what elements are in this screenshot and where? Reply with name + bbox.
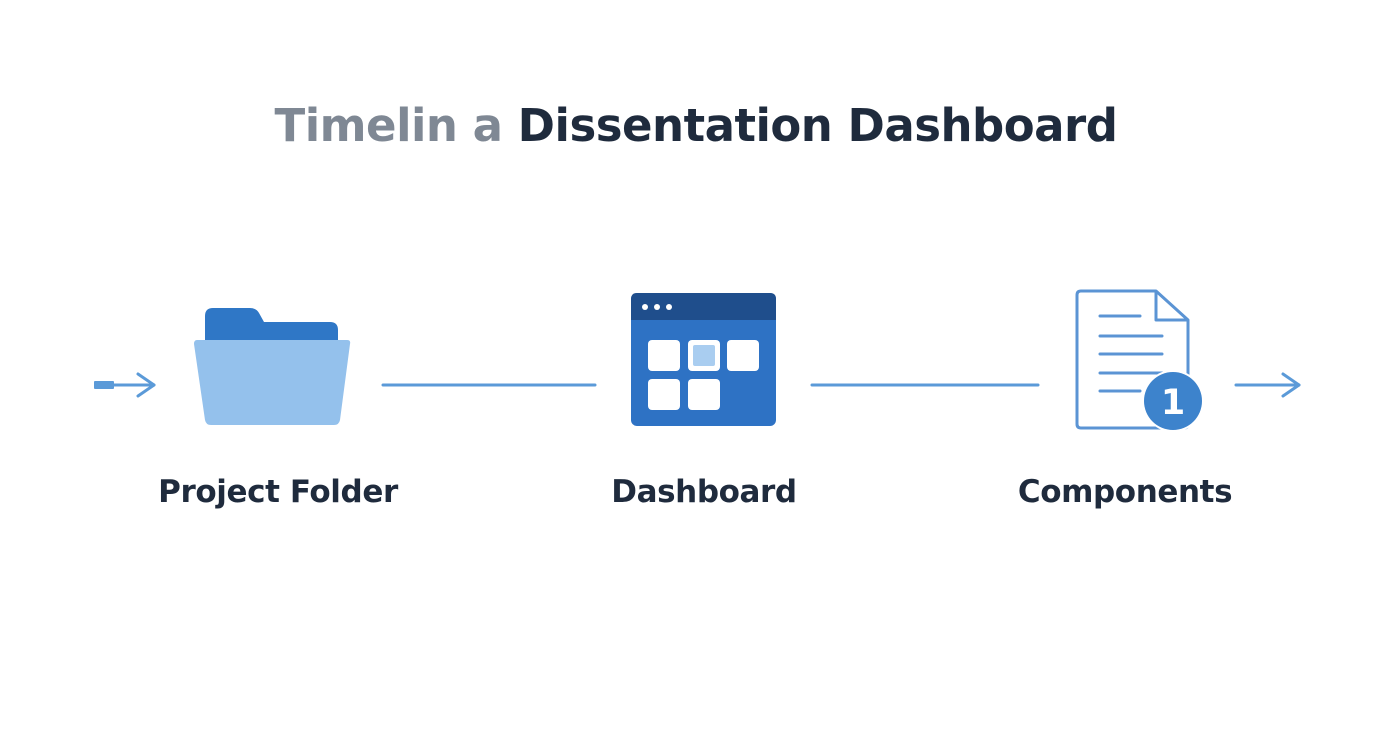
exit-arrow xyxy=(1234,372,1301,398)
entry-arrow xyxy=(94,372,156,398)
diagram-title-prefix: Timelin a xyxy=(274,99,503,152)
dashboard-window-icon xyxy=(631,293,776,426)
project-folder-label: Project Folder xyxy=(158,474,398,510)
count-badge-number: 1 xyxy=(1161,383,1185,423)
diagram-title-main: Dissentation Dashboard xyxy=(517,99,1118,152)
components-label: Components xyxy=(1017,474,1233,510)
diagram-title: Timelin a Dissentation Dashboard xyxy=(0,98,1392,154)
folder-icon xyxy=(194,308,351,425)
dashboard-label: Dashboard xyxy=(611,474,797,510)
count-badge: 1 xyxy=(1142,370,1204,432)
